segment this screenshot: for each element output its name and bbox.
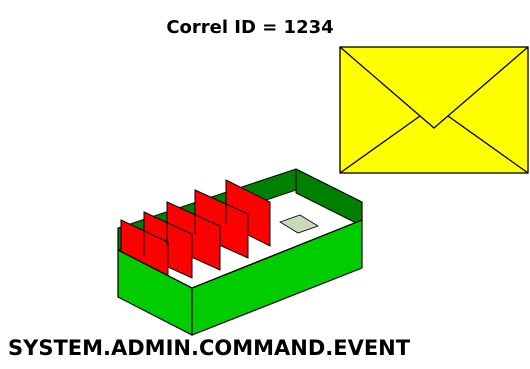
envelope-icon[interactable] bbox=[339, 46, 529, 174]
queue-name-label: SYSTEM.ADMIN.COMMAND.EVENT bbox=[8, 336, 411, 360]
message-box-icon[interactable] bbox=[117, 168, 363, 336]
envelope-fold-left bbox=[339, 115, 421, 174]
envelope-flap bbox=[339, 46, 529, 129]
envelope-fold-right bbox=[447, 115, 529, 174]
box-rim bbox=[117, 202, 363, 289]
envelope-body bbox=[339, 46, 529, 174]
correl-id-label: Correl ID = 1234 bbox=[166, 17, 334, 38]
box-floor bbox=[279, 214, 319, 234]
box-right-inner-wall bbox=[295, 168, 363, 227]
